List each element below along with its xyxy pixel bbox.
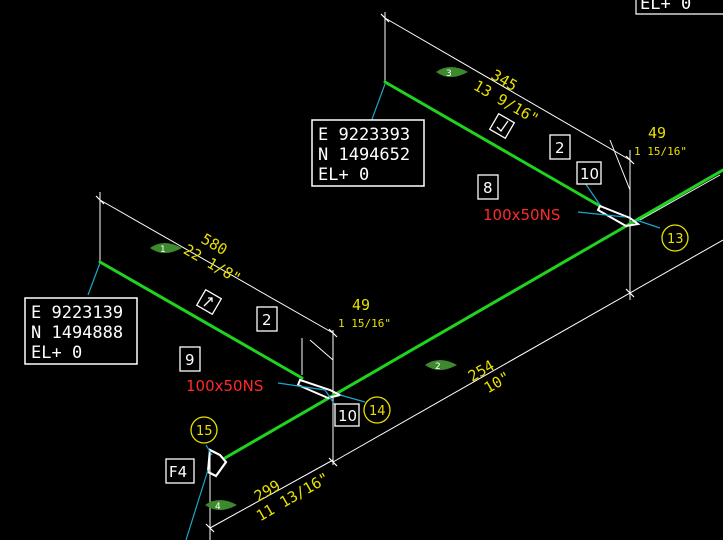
coord-box-lower: E 9223139 N 1494888 EL+ 0	[24, 297, 138, 365]
reducer-fittings	[296, 204, 641, 400]
coord-el-lower: EL+ 0	[31, 343, 82, 363]
svg-text:13: 13	[667, 232, 684, 247]
slope-symbol-lower	[195, 288, 223, 316]
dim-inch-offset-upper: 1 15/16"	[634, 145, 687, 158]
pipe-seg2	[223, 168, 723, 460]
dim-line-seg3	[384, 17, 631, 161]
svg-text:1: 1	[160, 245, 166, 255]
badge-1: 1	[150, 243, 182, 255]
svg-text:8: 8	[483, 179, 493, 197]
circle-15: 15	[190, 416, 218, 444]
tag-f4: F4	[165, 458, 195, 484]
svg-text:14: 14	[369, 404, 386, 419]
reducer-fitting-upper	[596, 204, 641, 228]
coord-n-upper: N 1494652	[318, 145, 410, 165]
svg-text:4: 4	[215, 502, 221, 512]
slope-symbol-upper	[488, 112, 516, 140]
svg-text:F4: F4	[169, 463, 187, 481]
svg-text:10: 10	[338, 407, 357, 425]
svg-text:2: 2	[435, 362, 441, 372]
svg-text:3: 3	[446, 69, 452, 79]
dim-line-seg1	[99, 199, 334, 334]
dimension-lines	[99, 12, 723, 540]
circle-14: 14	[363, 396, 391, 424]
flange-fitting	[206, 448, 228, 478]
leader-15	[205, 444, 213, 456]
tag-10-upper: 10	[576, 161, 602, 185]
dim-mm-offset-lower: 49	[352, 296, 370, 314]
reducer-label-lower: 100x50NS	[186, 377, 263, 395]
dim-text-seg3: 345 13 9/16"	[470, 66, 542, 128]
leader-t10-lower	[324, 389, 336, 406]
svg-text:15: 15	[196, 424, 213, 439]
pipe-seg3	[383, 80, 602, 208]
reducer-fitting-lower	[296, 378, 343, 400]
coord-el-upper: EL+ 0	[318, 165, 369, 185]
leader-reducer-upper	[577, 211, 626, 218]
pipe-run	[98, 80, 723, 460]
dim-text-seg4: 299 11 13/16"	[251, 469, 332, 525]
coord-n-lower: N 1494888	[31, 323, 123, 343]
dim-text-offset-lower: 49 1 15/16"	[338, 296, 391, 330]
dim-text-seg1: 580 22 1/8"	[180, 230, 244, 288]
badge-3: 3	[436, 67, 468, 79]
circle-13: 13	[661, 224, 689, 252]
reducer-label-upper: 100x50NS	[483, 206, 560, 224]
tag-2-upper: 2	[549, 134, 571, 160]
dim-text-seg2: 254 10"	[465, 356, 513, 397]
svg-text:2: 2	[262, 311, 272, 329]
dim-mm-offset-upper: 49	[648, 124, 666, 142]
leader-14	[339, 394, 366, 403]
svg-text:10: 10	[580, 165, 599, 183]
leader-13	[635, 219, 661, 229]
svg-text:2: 2	[555, 139, 565, 157]
tick-marks	[95, 13, 635, 533]
dim-inch-offset-lower: 1 15/16"	[338, 317, 391, 330]
coord-box-upper: E 9223393 N 1494652 EL+ 0	[311, 119, 425, 187]
corner-label: EL+ 0	[635, 0, 723, 15]
offset-dim-upper	[609, 139, 631, 191]
dim-line-seg2	[332, 239, 723, 463]
badge-2: 2	[425, 360, 457, 372]
pipe-seg1	[98, 260, 304, 380]
leader-lower-box	[87, 262, 101, 296]
ext-line	[639, 174, 721, 221]
offset-dim-lower	[309, 339, 334, 361]
tag-9: 9	[179, 346, 201, 372]
tag-8: 8	[477, 174, 499, 200]
coord-e-upper: E 9223393	[318, 125, 410, 145]
coord-e-lower: E 9223139	[31, 303, 123, 323]
tag-2-lower: 2	[256, 306, 278, 332]
dim-text-offset-upper: 49 1 15/16"	[634, 124, 687, 158]
tag-10-lower: 10	[334, 403, 360, 427]
leader-reducer-lower	[277, 382, 326, 391]
svg-text:9: 9	[185, 351, 195, 369]
dim-line-seg4	[209, 459, 334, 529]
leader-f4	[185, 469, 209, 540]
badge-4: 4	[205, 500, 237, 512]
corner-el-text: EL+ 0	[640, 0, 691, 14]
